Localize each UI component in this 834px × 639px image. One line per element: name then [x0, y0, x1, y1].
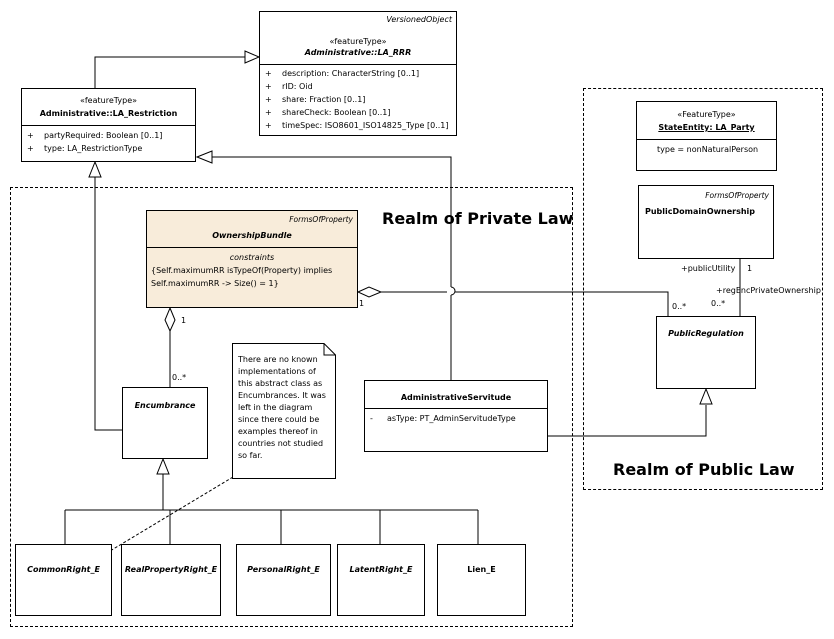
la-rrr-class[interactable]: VersionedObject «featureType» Administra… — [259, 11, 457, 136]
administrative-servitude-name: AdministrativeServitude — [400, 393, 512, 402]
line-jump — [450, 286, 456, 296]
multiplicity-label: 0..* — [711, 299, 726, 308]
la-party-class[interactable]: «FeatureType» StateEntity: LA_Party type… — [636, 101, 777, 171]
encumbrance-name: Encumbrance — [134, 401, 196, 410]
personal-right-class[interactable]: PersonalRight_E — [236, 544, 331, 616]
constraint-text: {Self.maximumRR isTypeOf(Property) impli… — [151, 266, 333, 275]
common-right-name: CommonRight_E — [27, 565, 100, 574]
note-line: so far. — [238, 451, 263, 460]
ownership-bundle-name: OwnershipBundle — [212, 231, 292, 240]
note-line: countries not studied — [238, 439, 324, 448]
la-party-stereotype: «FeatureType» — [677, 110, 736, 119]
attribute-visibility: + — [265, 69, 272, 78]
public-law-title: Realm of Public Law — [613, 460, 795, 479]
la-party-attribute: type = nonNaturalPerson — [657, 145, 759, 154]
attribute: timeSpec: ISO8601_ISO14825_Type [0..1] — [282, 121, 449, 130]
servitude-to-restriction-line — [212, 156, 452, 287]
multiplicity-label: 1 — [181, 316, 187, 325]
attribute-visibility: + — [265, 95, 272, 104]
note-anchor-line — [99, 476, 234, 558]
note-line: this abstract class as — [238, 379, 323, 388]
generalization-arrow — [244, 50, 261, 64]
generalization-arrow — [88, 160, 102, 178]
public-regulation-class[interactable]: PublicRegulation — [656, 316, 756, 389]
real-property-right-name: RealPropertyRight_E — [124, 565, 218, 574]
public-domain-ownership-class[interactable]: FormsOfProperty PublicDomainOwnership — [638, 185, 774, 259]
attribute: shareCheck: Boolean [0..1] — [282, 108, 391, 117]
restriction-to-rrr-line — [94, 56, 248, 88]
note-line: left in the diagram — [238, 403, 313, 412]
multiplicity-label: 1 — [359, 299, 365, 308]
la-restriction-name: Administrative::LA_Restriction — [39, 109, 178, 118]
attribute-visibility: + — [265, 108, 272, 117]
la-rrr-divider — [260, 64, 456, 65]
public-regulation-name: PublicRegulation — [668, 329, 744, 338]
public-domain-name: PublicDomainOwnership — [645, 207, 756, 216]
aggregation-diamond — [356, 286, 383, 298]
attribute: partyRequired: Boolean [0..1] — [44, 131, 163, 140]
la-rrr-stereotype: «featureType» — [329, 37, 387, 46]
common-right-class[interactable]: CommonRight_E — [15, 544, 112, 616]
note-line: implementations of — [238, 367, 316, 376]
encumbrance-to-restriction-line — [94, 177, 122, 431]
generalization-arrow — [699, 387, 713, 405]
private-law-title: Realm of Private Law — [382, 209, 574, 228]
lien-class[interactable]: Lien_E — [437, 544, 526, 616]
la-party-name: StateEntity: LA_Party — [658, 123, 755, 132]
ownership-bundle-divider — [147, 247, 357, 248]
la-restriction-stereotype: «featureType» — [79, 96, 138, 105]
attribute-visibility: + — [265, 82, 272, 91]
attribute: description: CharacterString [0..1] — [282, 69, 420, 78]
la-restriction-divider — [22, 125, 195, 126]
la-rrr-parent: VersionedObject — [386, 15, 452, 24]
note-line: examples thereof in — [238, 427, 318, 436]
real-property-right-class[interactable]: RealPropertyRight_E — [121, 544, 221, 616]
attribute-visibility: - — [370, 414, 373, 423]
attribute-visibility: + — [27, 131, 34, 140]
attribute-visibility: + — [265, 121, 272, 130]
attribute: share: Fraction [0..1] — [282, 95, 366, 104]
encumbrance-class[interactable]: Encumbrance — [122, 387, 208, 459]
administrative-servitude-class[interactable]: AdministrativeServitude - asType: PT_Adm… — [364, 380, 548, 452]
ownership-bundle-class[interactable]: FormsOfProperty OwnershipBundle constrai… — [146, 210, 358, 308]
constraint-text: Self.maximumRR -> Size() = 1} — [151, 279, 279, 288]
private-law-region — [10, 187, 573, 627]
note-line: Encumbrances. It was — [238, 391, 326, 400]
attribute-visibility: + — [27, 144, 34, 153]
attribute: rID: Oid — [282, 82, 313, 91]
multiplicity-label: 1 — [747, 264, 753, 273]
public-law-region — [583, 88, 823, 490]
multiplicity-label: 0..* — [672, 302, 687, 311]
public-domain-parent: FormsOfProperty — [705, 191, 769, 200]
la-party-divider — [637, 139, 776, 140]
bundle-regulation-aggregation — [455, 291, 669, 316]
personal-right-name: PersonalRight_E — [247, 565, 320, 574]
lien-name: Lien_E — [467, 565, 496, 574]
ownership-bundle-parent: FormsOfProperty — [289, 215, 353, 224]
la-restriction-class[interactable]: «featureType» Administrative::LA_Restric… — [21, 88, 196, 162]
attribute: asType: PT_AdminServitudeType — [387, 414, 516, 423]
latent-right-name: LatentRight_E — [349, 565, 413, 574]
la-rrr-name: Administrative::LA_RRR — [304, 48, 412, 57]
note-shape — [232, 343, 336, 479]
generalization-arrow — [195, 150, 213, 164]
administrative-servitude-divider — [365, 408, 547, 409]
note-line: since there could be — [238, 415, 320, 424]
attribute: type: LA_RestrictionType — [44, 144, 143, 153]
servitude-to-regulation-line — [548, 405, 707, 437]
role-label: +publicUtility — [681, 264, 736, 273]
note-line: There are no known — [238, 355, 318, 364]
multiplicity-label: 0..* — [172, 373, 187, 382]
latent-right-class[interactable]: LatentRight_E — [337, 544, 425, 616]
constraints-label: constraints — [229, 253, 275, 262]
aggregation-diamond — [164, 306, 176, 333]
generalization-arrow — [156, 457, 170, 475]
role-label: +regEncPrivateOwnership — [716, 286, 821, 295]
